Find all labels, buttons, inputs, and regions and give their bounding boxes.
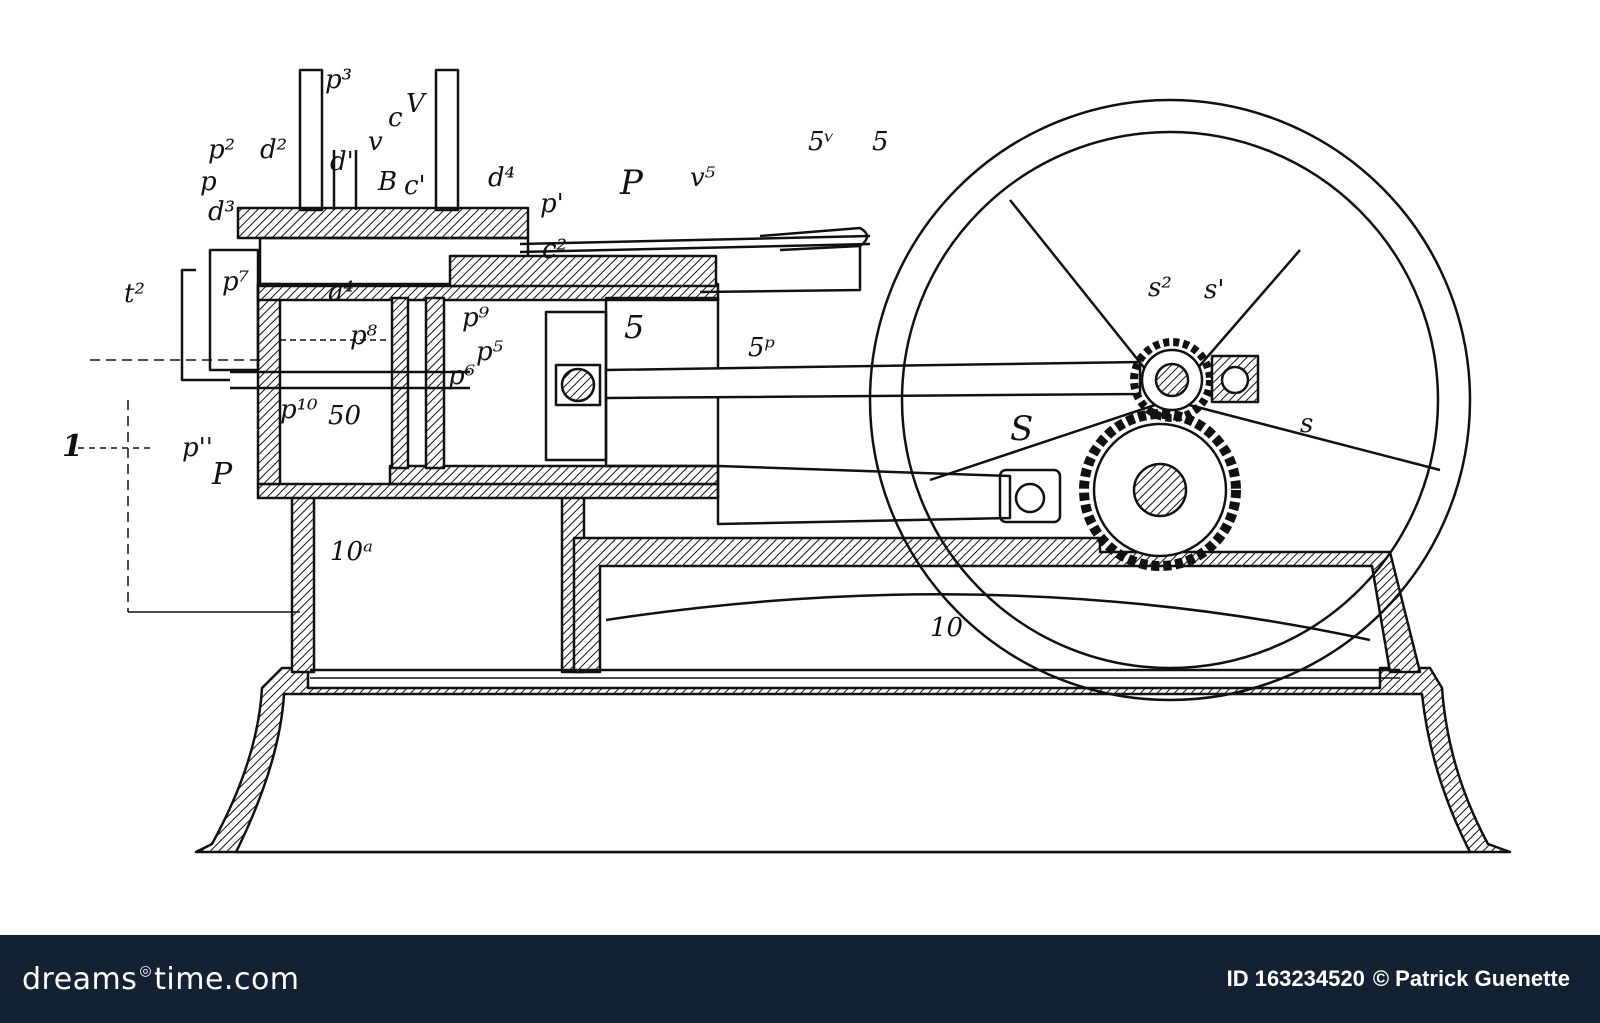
label-5-cross: 5 [624, 308, 644, 346]
flywheel-rim-outer [868, 98, 1472, 702]
pipe-right [434, 68, 460, 212]
cylinder-head-wall [390, 296, 410, 470]
label-v5: v⁵ [690, 163, 716, 193]
cylinder-outer [256, 282, 282, 486]
lower-link-end [998, 468, 1062, 524]
left-pipe [180, 268, 230, 382]
label-arrow-1: 1 [62, 429, 83, 464]
label-p-left: p [200, 167, 217, 197]
pipe-left [298, 68, 324, 212]
label-10a: 10ᵃ [330, 537, 373, 567]
label-P-upper: P [619, 163, 644, 203]
lower-link [716, 464, 1012, 526]
bearing [1220, 365, 1250, 395]
label-a4: a⁴ [328, 277, 354, 307]
flywheel-rim-inner [900, 130, 1440, 670]
label-B: B [377, 167, 397, 197]
spoke-3 [1169, 398, 1441, 472]
label-5p: 5ᵖ [748, 333, 775, 363]
engine-diagram: p³ p² d² d' v c V B c' d⁴ p' P v⁵ 5ᵛ 5 p… [62, 65, 1512, 854]
spoke-1 [1009, 199, 1171, 401]
brand-left: dreams [22, 961, 138, 997]
crosshead-pin [560, 367, 596, 403]
frame-inner-curve [605, 593, 1371, 642]
valve-rod-block [448, 254, 718, 288]
label-p5: p⁵ [476, 337, 504, 367]
image-meta: ID 163234520 © Patrick Guenette [1227, 966, 1570, 992]
valve-link [759, 226, 869, 252]
small-gear-hub [1154, 362, 1190, 398]
label-t2: t² [124, 279, 145, 309]
brand-logo[interactable]: dreams ◎ time.com [22, 962, 300, 997]
brand-mark-icon: ◎ [139, 962, 153, 979]
lower-link-pin [1014, 482, 1046, 514]
piston [424, 296, 446, 470]
label-50: 50 [328, 401, 361, 431]
label-s2: s² [1148, 273, 1172, 303]
label-p-prime: p' [540, 189, 564, 219]
brand-right: time.com [154, 961, 300, 997]
left-end-cap [208, 248, 260, 372]
label-5v: 5ᵛ [808, 127, 834, 157]
label-p9: p⁹ [462, 303, 490, 333]
label-p10: p¹⁰ [280, 395, 318, 425]
small-gear [1130, 338, 1214, 422]
label-p7: p⁷ [222, 267, 250, 297]
frame-slide-bed [572, 536, 1422, 674]
label-d3: d³ [208, 197, 235, 227]
label-s-lower: s [1300, 409, 1313, 439]
bed-top [256, 482, 720, 500]
bed-left-leg [290, 495, 316, 674]
label-p6: p⁶ [448, 361, 475, 391]
label-P-lower: P [211, 457, 233, 492]
large-gear-hub [1132, 462, 1188, 518]
valve-rod-2 [519, 242, 871, 254]
valve-chest [236, 206, 530, 240]
label-p8: p⁸ [350, 321, 378, 351]
label-10: 10 [930, 613, 963, 643]
large-gear [1079, 409, 1241, 571]
label-s-prime: s' [1204, 275, 1225, 305]
valve-arm [699, 246, 862, 294]
valve-rod [519, 234, 871, 246]
engine-diagram-svg: p³ p² d² d' v c V B c' d⁴ p' P v⁵ 5ᵛ 5 p… [62, 65, 1512, 854]
label-c-prime: c' [404, 171, 426, 201]
label-p11: p'' [182, 433, 213, 463]
label-5-top: 5 [872, 127, 889, 157]
label-p3: p³ [325, 65, 352, 95]
footer-bar: dreams ◎ time.com ID 163234520 © Patrick… [0, 935, 1600, 1023]
label-c2: c² [542, 235, 567, 265]
label-p2: p² [208, 135, 235, 165]
label-V: V [406, 89, 427, 119]
image-id: ID 163234520 [1226, 966, 1365, 991]
spoke-4 [929, 398, 1171, 482]
label-d4: d⁴ [488, 163, 515, 193]
image-credit: © Patrick Guenette [1372, 966, 1570, 991]
base-pedestal-inner [234, 692, 1472, 854]
label-v: v [368, 127, 383, 157]
label-d2: d² [260, 135, 287, 165]
label-d-prime: d' [330, 147, 354, 177]
crosshead-pin-box [554, 363, 602, 407]
label-S: S [1010, 409, 1033, 449]
label-c: c [388, 103, 403, 133]
